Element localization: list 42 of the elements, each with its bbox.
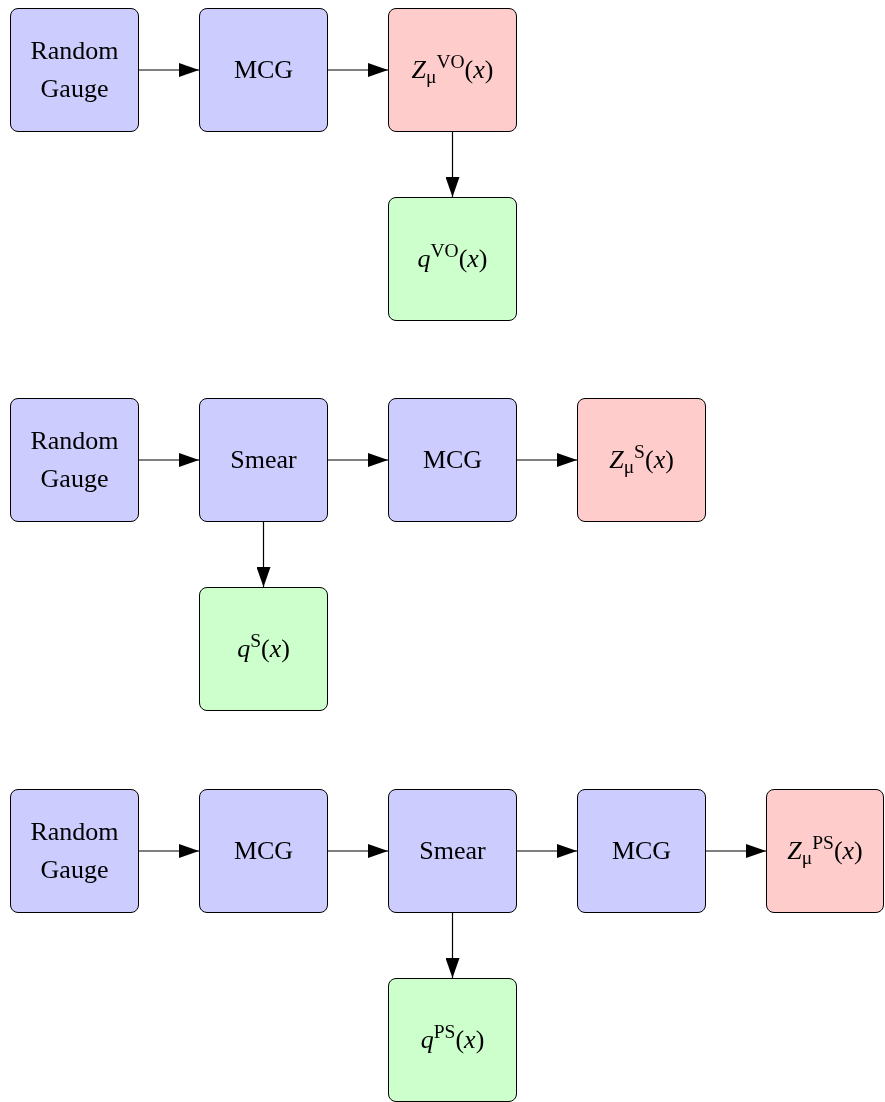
process-box	[388, 978, 517, 1102]
process-box	[577, 789, 706, 913]
process-box	[199, 789, 328, 913]
arrow	[138, 63, 200, 77]
process-box	[577, 398, 706, 522]
arrow	[327, 63, 389, 77]
process-box	[10, 8, 139, 132]
box-label: Random Gauge	[29, 816, 120, 886]
box-label: Z$_{μ}$$^{VO}$(x)	[410, 51, 495, 89]
arrow	[138, 844, 200, 858]
process-box	[199, 398, 328, 522]
process-box	[388, 398, 517, 522]
box-label: Smear	[229, 444, 298, 476]
box-label: q$^{PS}$(x)	[419, 1021, 486, 1056]
box-label: Random Gauge	[29, 425, 120, 495]
box-label: MCG	[610, 835, 673, 867]
box-label: Z$_{μ}$$^{PS}$(x)	[786, 832, 864, 870]
box-label: MCG	[232, 54, 295, 86]
process-box	[199, 8, 328, 132]
process-box	[10, 789, 139, 913]
process-box	[766, 789, 884, 913]
box-label: Smear	[418, 835, 487, 867]
box-label: MCG	[232, 835, 295, 867]
arrow	[327, 453, 389, 467]
process-box	[388, 8, 517, 132]
arrow	[445, 912, 460, 979]
process-box	[10, 398, 139, 522]
box-label: q$^{VO}$(x)	[416, 240, 489, 275]
arrow	[705, 844, 767, 858]
box-label: q$^{S}$(x)	[236, 630, 291, 665]
arrow	[445, 131, 460, 198]
box-label: Z$_{μ}$$^{S}$(x)	[608, 441, 675, 479]
arrow	[327, 844, 389, 858]
process-box	[388, 789, 517, 913]
process-box	[388, 197, 517, 321]
arrow	[256, 521, 271, 588]
box-label: MCG	[421, 444, 484, 476]
arrow	[138, 453, 200, 467]
arrow	[516, 453, 578, 467]
arrow	[516, 844, 578, 858]
process-box	[199, 587, 328, 711]
box-label: Random Gauge	[29, 35, 120, 105]
